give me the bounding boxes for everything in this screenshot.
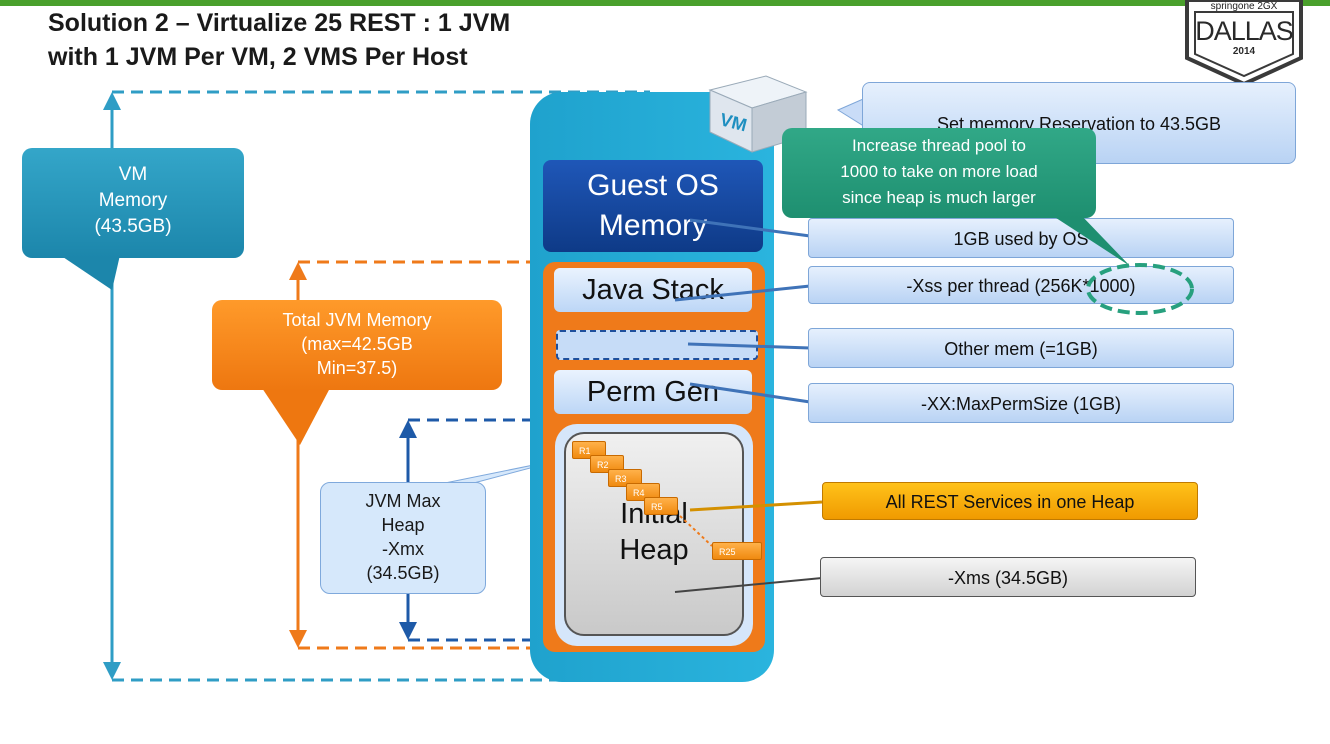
max-heap-line-1: JVM Max: [365, 491, 441, 511]
os-used-label: 1GB used by OS: [808, 218, 1234, 258]
rest-one-heap-label: All REST Services in one Heap: [822, 482, 1198, 520]
thread-pool-line-3: since heap is much larger: [842, 188, 1036, 207]
max-perm-size-label: -XX:MaxPermSize (1GB): [808, 383, 1234, 423]
rest-service-box-last: R25: [712, 542, 762, 560]
heap-line-2: Heap: [619, 534, 689, 566]
max-heap-line-2: Heap: [381, 515, 425, 535]
badge-brand: springone 2GX: [1210, 1, 1278, 12]
rest-service-box: R5: [644, 497, 678, 515]
slide-title: Solution 2 – Virtualize 25 REST : 1 JVM …: [48, 6, 510, 74]
rest-service-box: R4: [626, 483, 660, 501]
badge-shield-icon: [1185, 0, 1303, 86]
vm-memory-line-3: (43.5GB): [94, 216, 172, 237]
title-line-1: Solution 2 – Virtualize 25 REST : 1 JVM: [48, 9, 511, 37]
max-heap-callout: JVM Max Heap -Xmx (34.5GB): [320, 482, 486, 594]
callout-tails: [60, 255, 569, 485]
rest-service-box: R3: [608, 469, 642, 487]
jvm-memory-line-1: Total JVM Memory: [282, 310, 432, 330]
max-heap-line-4: (34.5GB): [366, 563, 440, 583]
rest-service-box: R1: [572, 441, 606, 459]
thread-pool-line-2: 1000 to take on more load: [840, 162, 1038, 181]
dallas-badge-logo: springone 2GX DALLAS 2014: [1183, 0, 1305, 86]
jvm-memory-line-3: Min=37.5): [316, 358, 398, 378]
rest-dotted-connector: [679, 515, 713, 547]
xss-thread-label: -Xss per thread (256K*1000): [808, 266, 1234, 304]
xms-label: -Xms (34.5GB): [820, 557, 1196, 597]
vm-memory-line-2: Memory: [98, 190, 168, 211]
badge-year: 2014: [1232, 46, 1256, 57]
title-line-2: with 1 JVM Per VM, 2 VMS Per Host: [48, 43, 468, 71]
jvm-memory-callout: Total JVM Memory (max=42.5GB Min=37.5): [212, 300, 502, 390]
guest-os-memory-block: Guest OS Memory: [543, 160, 763, 252]
other-mem-label: Other mem (=1GB): [808, 328, 1234, 368]
vm-memory-line-1: VM: [118, 164, 148, 185]
thread-pool-line-1: Increase thread pool to: [852, 136, 1026, 155]
guest-os-line-2: Memory: [598, 209, 708, 242]
perm-gen-block: Perm Gen: [554, 370, 752, 414]
java-stack-block: Java Stack: [554, 268, 752, 312]
max-heap-line-3: -Xmx: [382, 539, 424, 559]
badge-city: DALLAS: [1195, 16, 1294, 46]
rest-service-box: R2: [590, 455, 624, 473]
thread-pool-callout: Increase thread pool to 1000 to take on …: [782, 128, 1096, 218]
guest-os-line-1: Guest OS: [587, 169, 719, 202]
vm-memory-callout: VM Memory (43.5GB): [22, 148, 244, 258]
top-accent-bar: [0, 0, 1330, 6]
jvm-memory-line-2: (max=42.5GB: [301, 334, 413, 354]
